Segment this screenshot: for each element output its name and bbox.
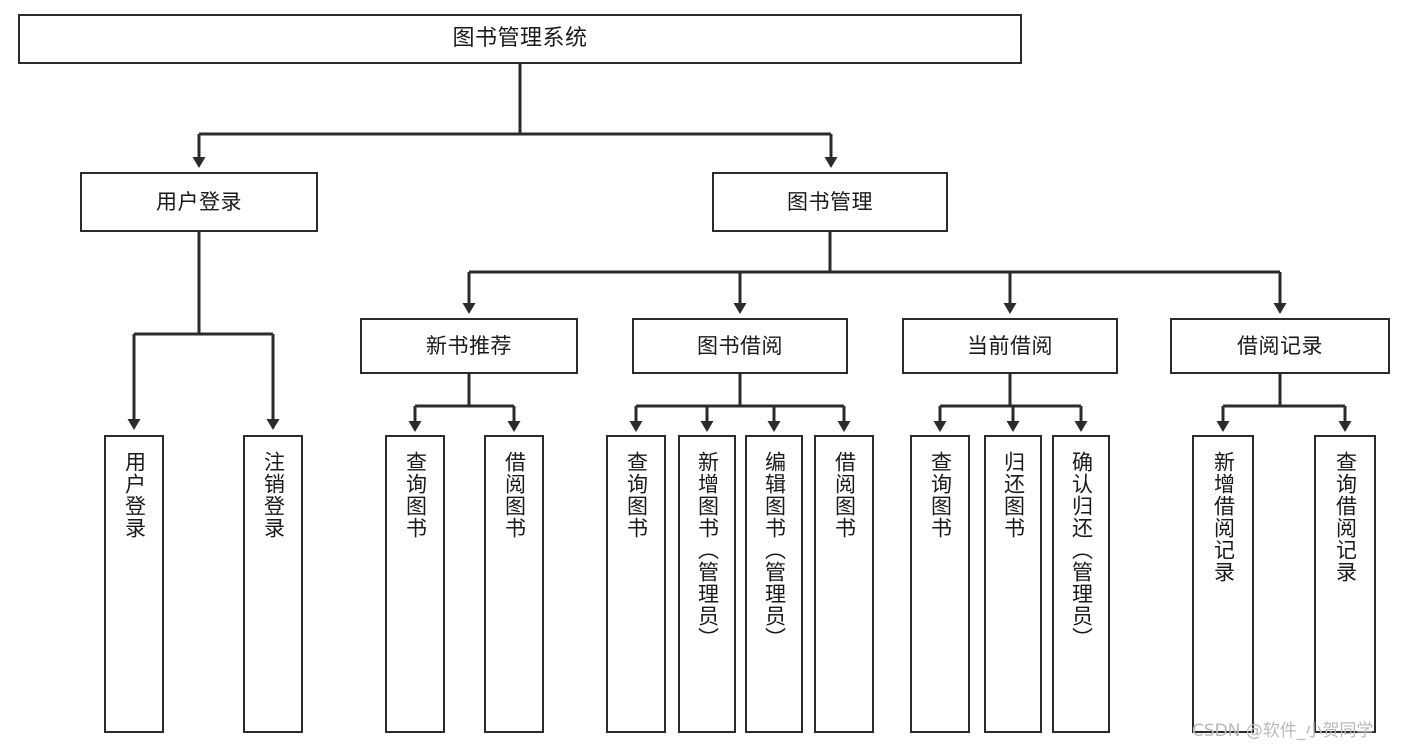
node-leaf-confirm-return-label: 确认归还（管理员）	[1069, 451, 1094, 649]
node-root[interactable]: 图书管理系统	[18, 14, 1022, 64]
node-leaf-logout-label: 注销登录	[261, 451, 286, 539]
node-leaf-query-book-3-label: 查询图书	[928, 451, 953, 539]
node-leaf-query-record-label: 查询借阅记录	[1333, 451, 1358, 583]
node-leaf-edit-book-label: 编辑图书（管理员）	[762, 451, 787, 649]
node-leaf-query-book-2-label: 查询图书	[624, 451, 649, 539]
node-leaf-add-book-label: 新增图书（管理员）	[695, 451, 720, 649]
node-leaf-borrow-book-1[interactable]: 借阅图书	[484, 435, 544, 733]
node-leaf-query-book-3[interactable]: 查询图书	[910, 435, 970, 733]
node-current-borrow-label: 当前借阅	[967, 333, 1053, 358]
node-new-book-recommend-label: 新书推荐	[426, 333, 512, 358]
node-leaf-add-record-label: 新增借阅记录	[1211, 451, 1236, 583]
node-leaf-logout[interactable]: 注销登录	[243, 435, 303, 733]
node-book-borrow[interactable]: 图书借阅	[632, 318, 848, 374]
node-leaf-borrow-book-2[interactable]: 借阅图书	[814, 435, 874, 733]
node-leaf-user-login-label: 用户登录	[122, 451, 147, 539]
node-user-login-label: 用户登录	[156, 189, 242, 214]
node-leaf-user-login[interactable]: 用户登录	[104, 435, 164, 733]
node-borrow-record[interactable]: 借阅记录	[1170, 318, 1390, 374]
node-leaf-query-record[interactable]: 查询借阅记录	[1314, 435, 1376, 733]
node-leaf-confirm-return[interactable]: 确认归还（管理员）	[1052, 435, 1110, 733]
node-leaf-add-record[interactable]: 新增借阅记录	[1192, 435, 1254, 733]
node-borrow-record-label: 借阅记录	[1237, 333, 1323, 358]
node-book-manage[interactable]: 图书管理	[712, 172, 948, 232]
node-leaf-edit-book[interactable]: 编辑图书（管理员）	[745, 435, 803, 733]
node-new-book-recommend[interactable]: 新书推荐	[360, 318, 578, 374]
node-leaf-return-book-label: 归还图书	[1001, 451, 1026, 539]
node-leaf-return-book[interactable]: 归还图书	[984, 435, 1042, 733]
node-leaf-borrow-book-1-label: 借阅图书	[502, 451, 527, 539]
node-root-label: 图书管理系统	[452, 26, 588, 52]
node-leaf-query-book-2[interactable]: 查询图书	[606, 435, 666, 733]
node-book-manage-label: 图书管理	[787, 189, 873, 214]
node-leaf-query-book-1-label: 查询图书	[403, 451, 428, 539]
node-leaf-borrow-book-2-label: 借阅图书	[832, 451, 857, 539]
watermark-text: CSDN @软件_小贺同学	[1192, 721, 1374, 741]
node-book-borrow-label: 图书借阅	[697, 333, 783, 358]
node-leaf-query-book-1[interactable]: 查询图书	[385, 435, 445, 733]
node-current-borrow[interactable]: 当前借阅	[902, 318, 1118, 374]
node-user-login[interactable]: 用户登录	[80, 172, 318, 232]
node-leaf-add-book[interactable]: 新增图书（管理员）	[678, 435, 736, 733]
